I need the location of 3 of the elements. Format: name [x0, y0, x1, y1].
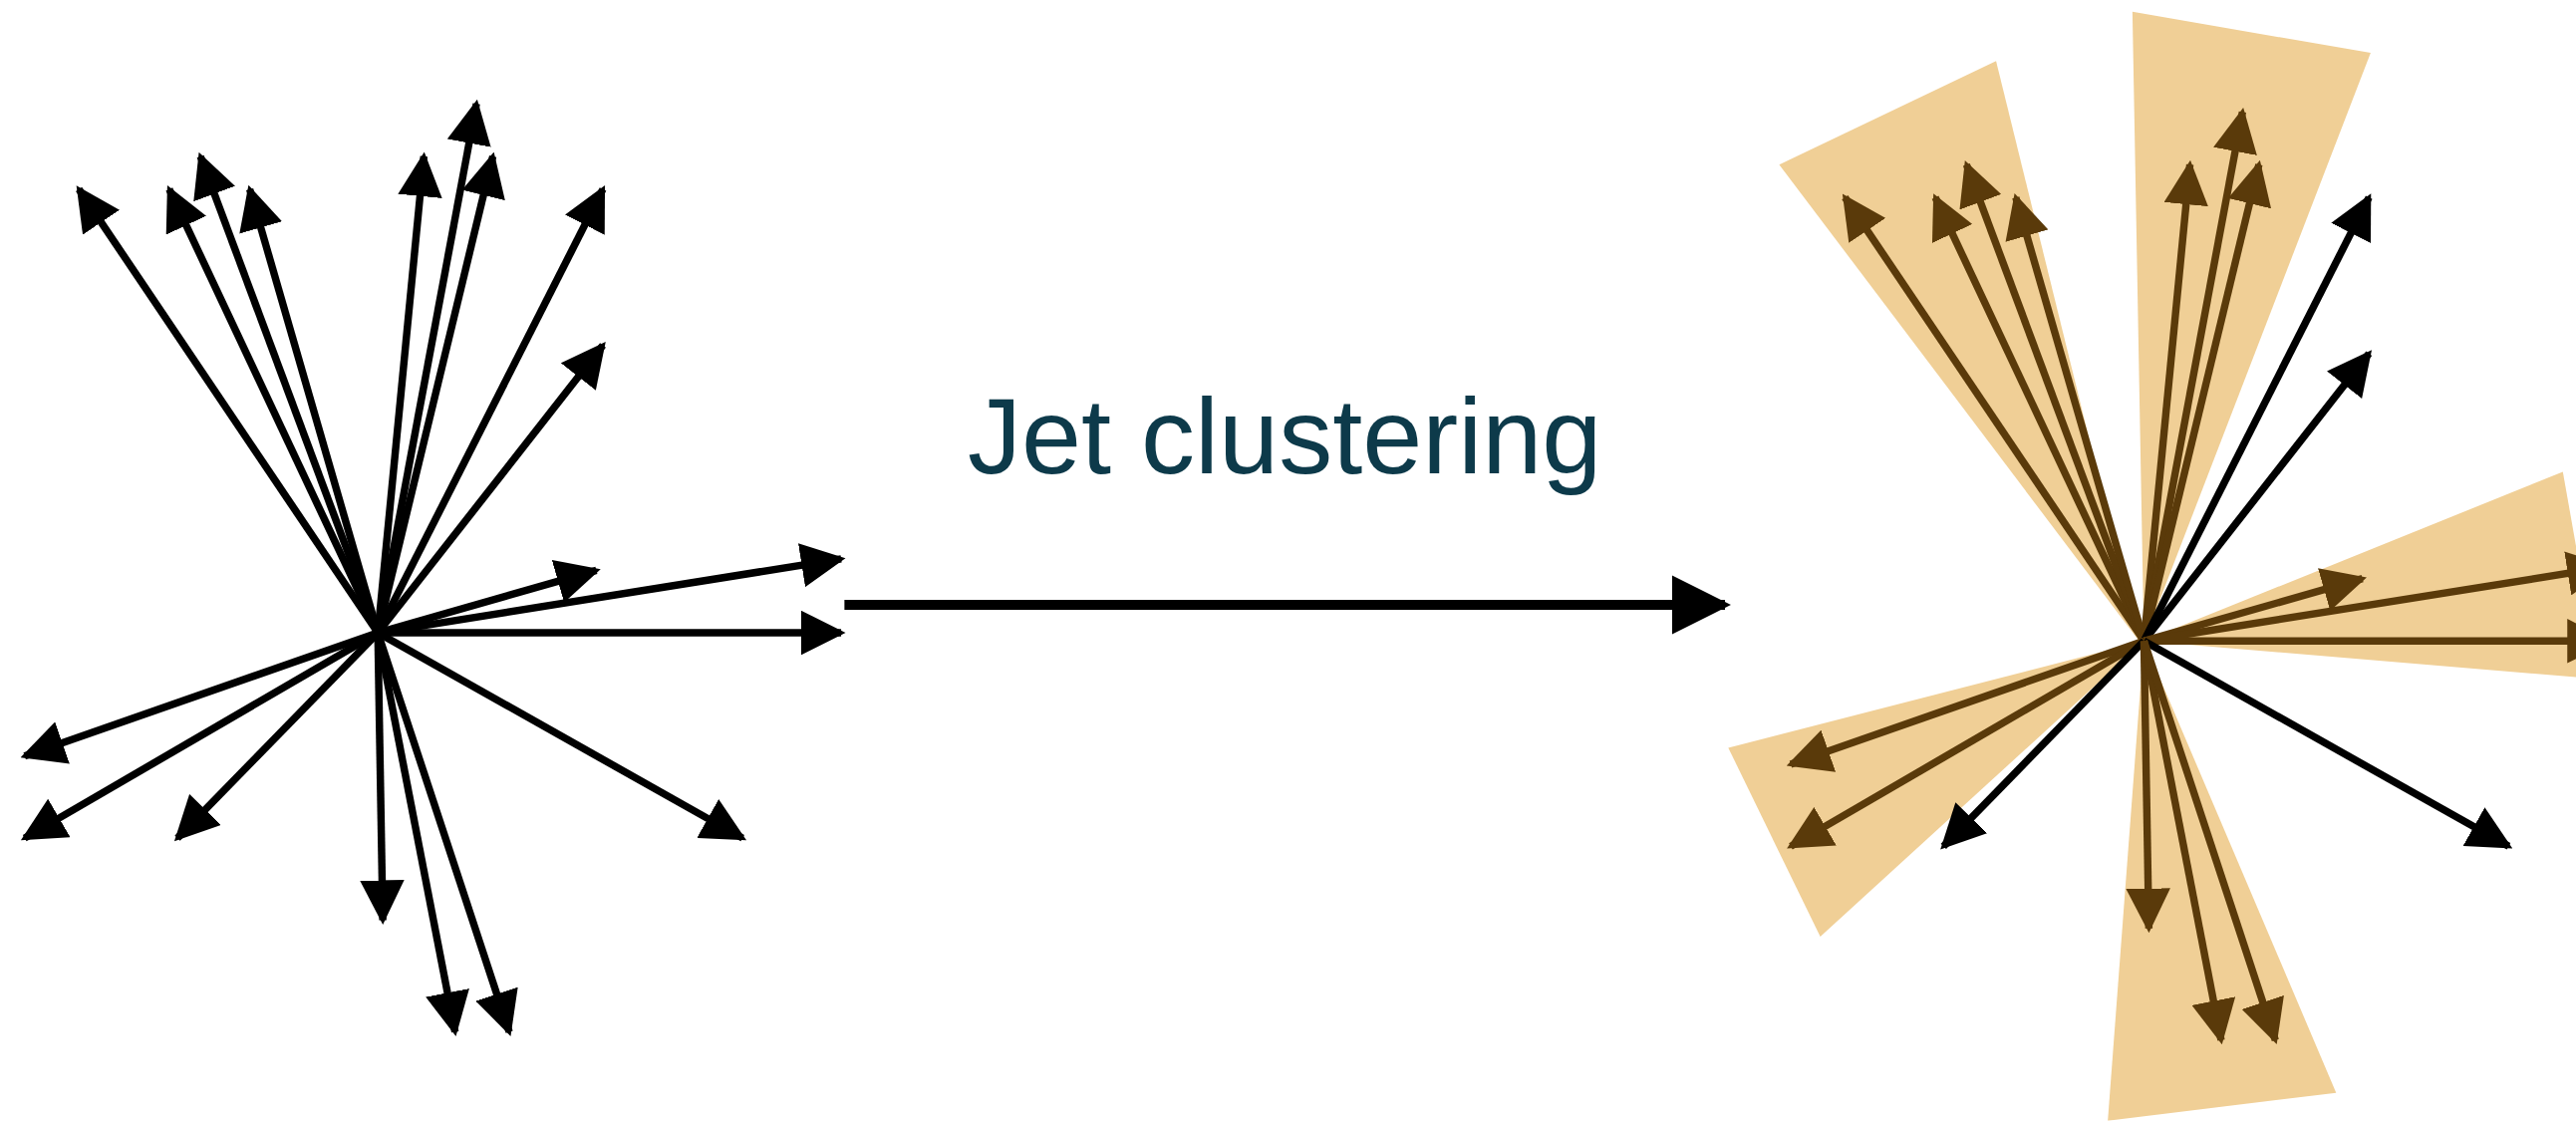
particle-vectors-drawing: [20, 99, 846, 1036]
particle-vectors-drawing: [1728, 11, 2576, 1121]
arrow: [844, 575, 1731, 635]
